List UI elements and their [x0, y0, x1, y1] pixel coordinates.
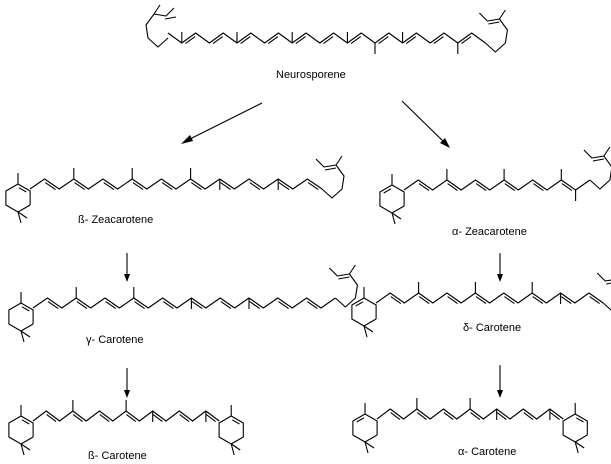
neurosporene-structure-right-tail-double-bond	[488, 21, 500, 25]
beta-carotene-structure-right-ring-double-bond	[231, 419, 240, 425]
delta-carotene-structure-chain	[375, 292, 604, 304]
beta-carotene-structure-left-ring	[8, 415, 34, 445]
label-neurosporene: Neurosporene	[276, 69, 346, 81]
neurosporene-structure-left-tail	[145, 7, 175, 48]
label-alpha-zeacarotene: α- Zeacarotene	[452, 226, 527, 238]
beta-zeacarotene-structure-double-bonds	[44, 182, 319, 191]
gamma-carotene-structure-chain	[32, 297, 336, 309]
alpha-zeacarotene-structure-methyls-up	[446, 169, 562, 180]
beta-zeacarotene-structure-methyls-up	[73, 168, 192, 179]
gamma-carotene-structure-methyls-up	[75, 287, 135, 298]
label-gamma-carotene: γ- Carotene	[86, 334, 144, 346]
arrow-beta-zeacarotene-to-gamma-carotene	[124, 253, 130, 282]
alpha-zeacarotene-structure	[379, 146, 611, 225]
beta-zeacarotene-structure-left-ring-gem-methyls	[17, 211, 28, 224]
neurosporene-structure-methyls-up	[181, 32, 404, 43]
arrow-delta-carotene-to-alpha-carotene	[497, 365, 503, 398]
neurosporene-structure-left-tail-double-bond	[164, 16, 177, 20]
label-beta-carotene: ß- Carotene	[88, 450, 147, 462]
gamma-carotene-structure-left-ring-gem-methyls	[20, 330, 31, 343]
alpha-zeacarotene-structure-chain	[403, 179, 591, 191]
alpha-carotene-structure-left-ring-double-bond	[356, 417, 365, 423]
delta-carotene-structure-left-ring	[351, 297, 377, 327]
alpha-carotene-structure-methyls-up	[416, 398, 471, 409]
label-beta-zeacarotene: ß- Zeacarotene	[78, 214, 154, 226]
gamma-carotene-structure	[8, 264, 358, 343]
arrows-layer	[124, 100, 503, 398]
beta-zeacarotene-structure-methyls-down	[219, 179, 279, 190]
beta-carotene-structure-left-ring-gem-methyls	[20, 443, 31, 456]
alpha-zeacarotene-structure-right-tail-methyl	[603, 146, 611, 157]
delta-carotene-structure-left-ring-double-bond	[355, 301, 364, 307]
gamma-carotene-structure-methyls-down	[190, 298, 250, 309]
alpha-carotene-structure-right-ring-gem-methyls	[574, 441, 585, 454]
beta-zeacarotene-structure	[5, 155, 345, 224]
alpha-zeacarotene-structure-left-ring	[379, 184, 405, 214]
alpha-carotene-structure-methyls-down	[496, 409, 551, 420]
alpha-carotene-structure-right-ring-double-bond	[575, 417, 584, 423]
alpha-zeacarotene-structure-right-tail-double-bond	[592, 158, 604, 162]
structures-layer	[5, 4, 611, 456]
delta-carotene-structure-left-ring-gem-methyls	[363, 325, 374, 338]
neurosporene-structure-double-bonds	[185, 36, 472, 45]
gamma-carotene-structure-left-ring	[8, 302, 34, 332]
alpha-zeacarotene-structure-left-ring-gem-methyls	[391, 212, 402, 225]
delta-carotene-structure	[351, 272, 611, 338]
gamma-carotene-structure-left-ring-double-bond	[21, 306, 30, 312]
gamma-carotene-structure-double-bonds	[47, 301, 318, 310]
alpha-carotene-structure-chain	[376, 408, 564, 420]
beta-zeacarotene-structure-chain	[29, 178, 323, 190]
arrow-neurosporene-to-beta-zeacarotene	[181, 102, 263, 144]
label-alpha-carotene: α- Carotene	[458, 446, 517, 458]
beta-zeacarotene-structure-right-tail-double-bond	[324, 167, 337, 171]
beta-carotene-structure-methyls-down	[152, 411, 207, 422]
beta-carotene-structure-right-ring	[218, 415, 244, 445]
gamma-carotene-structure-right-tail	[329, 267, 358, 308]
delta-carotene-structure-methyls-up	[418, 282, 533, 293]
beta-zeacarotene-structure-left-ring-double-bond	[18, 187, 27, 193]
beta-zeacarotene-structure-right-tail-methyl	[335, 155, 343, 166]
beta-carotene-structure	[8, 400, 244, 456]
neurosporene-structure-chain	[167, 32, 486, 44]
neurosporene-structure-right-tail	[479, 12, 508, 53]
beta-zeacarotene-structure-right-tail	[315, 158, 345, 199]
neurosporene-structure-methyls-down	[374, 43, 459, 54]
arrow-gamma-carotene-to-beta-carotene	[124, 368, 130, 398]
beta-carotene-structure-double-bonds	[46, 414, 216, 423]
alpha-carotene-structure	[352, 398, 588, 454]
alpha-carotene-structure-left-ring	[352, 413, 378, 443]
neurosporene-structure-right-tail-methyl	[498, 9, 506, 20]
neurosporene-structure-left-tail-methyl	[153, 4, 161, 15]
gamma-carotene-structure-right-tail-methyl	[348, 264, 356, 275]
alpha-zeacarotene-structure-left-ring-double-bond	[383, 188, 392, 194]
alpha-carotene-structure-right-ring	[562, 413, 588, 443]
gamma-carotene-structure-right-tail-double-bond	[338, 276, 350, 280]
alpha-carotene-structure-left-ring-gem-methyls	[364, 441, 375, 454]
delta-carotene-structure-double-bonds	[390, 296, 600, 305]
arrow-alpha-zeacarotene-to-delta-carotene	[497, 253, 503, 282]
arrow-neurosporene-to-alpha-zeacarotene	[401, 100, 450, 148]
beta-zeacarotene-structure-left-ring	[5, 183, 31, 213]
alpha-zeacarotene-structure-double-bonds	[418, 183, 573, 192]
delta-carotene-structure-right-tail-double-bond	[606, 282, 611, 285]
label-delta-carotene: δ- Carotene	[463, 322, 522, 334]
delta-carotene-structure-right-tail	[596, 272, 611, 311]
alpha-carotene-structure-double-bonds	[390, 412, 560, 421]
beta-carotene-structure-right-ring-gem-methyls	[230, 443, 241, 456]
beta-carotene-structure-left-ring-double-bond	[21, 419, 30, 425]
beta-carotene-structure-chain	[32, 410, 220, 422]
alpha-zeacarotene-structure-right-tail	[583, 149, 611, 190]
beta-carotene-structure-methyls-up	[72, 400, 127, 411]
neurosporene-structure	[145, 4, 508, 54]
